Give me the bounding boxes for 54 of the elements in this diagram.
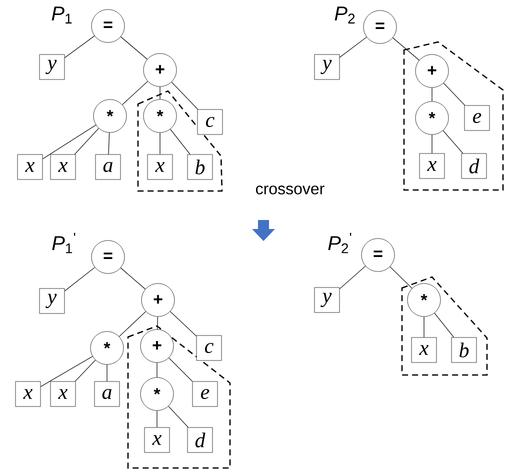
terminal-box: y <box>39 288 65 314</box>
terminal-box: x <box>144 427 170 453</box>
terminal-box: e <box>464 105 490 131</box>
terminal-box: x <box>147 154 173 180</box>
tree-edge <box>168 358 193 382</box>
terminal-box: d <box>461 153 487 179</box>
tree-edge <box>64 36 95 58</box>
tree-edge <box>120 36 148 60</box>
terminal-box: a <box>94 381 120 407</box>
terminal-box: b <box>187 154 213 180</box>
terminal-box: x <box>50 154 76 180</box>
terminal-box: d <box>187 427 213 453</box>
tree-edge <box>118 311 146 337</box>
terminal-box: b <box>451 337 477 363</box>
terminal-box: x <box>15 381 41 407</box>
tree-edge <box>170 311 197 336</box>
tree-name: P$_{2}$ <box>334 6 355 24</box>
tree-edge <box>434 312 454 338</box>
tree-edge <box>170 128 190 155</box>
tree-edge <box>390 266 412 289</box>
terminal-box: y <box>39 54 65 80</box>
terminal-box: x <box>419 153 445 179</box>
terminal-box: x <box>411 337 437 363</box>
tree-edge <box>443 82 466 106</box>
tree-edge <box>156 362 158 378</box>
tree-edge <box>168 406 188 428</box>
tree-edge <box>157 316 158 330</box>
tree-name: P$_{2}$' <box>328 232 352 254</box>
tree-name: P$_{1}$ <box>52 6 72 24</box>
terminal-box: c <box>197 109 223 135</box>
tree-edge <box>392 38 420 61</box>
terminal-box: x <box>50 381 76 407</box>
tree-edge <box>42 124 96 160</box>
tree-edge <box>74 128 99 155</box>
tree-edge <box>120 268 146 290</box>
tree-edge <box>40 356 93 387</box>
tree-name: P$_{1}$' <box>52 232 76 254</box>
tree-edge <box>339 266 366 290</box>
tree-edge <box>108 132 110 155</box>
tree-edge <box>106 364 108 382</box>
terminal-box: c <box>196 335 222 361</box>
tree-edge <box>64 267 96 292</box>
terminal-box: a <box>95 154 121 180</box>
terminal-box: x <box>17 154 43 180</box>
tree-edge <box>74 360 96 382</box>
terminal-box: y <box>314 54 340 80</box>
tree-edge <box>442 130 464 154</box>
tree-edge <box>156 410 158 428</box>
terminal-box: e <box>192 381 218 407</box>
tree-edge <box>171 82 198 110</box>
terminal-box: y <box>314 287 340 313</box>
tree-edge <box>122 81 148 105</box>
operation-label: crossover <box>256 186 324 194</box>
tree-edge <box>339 36 367 58</box>
